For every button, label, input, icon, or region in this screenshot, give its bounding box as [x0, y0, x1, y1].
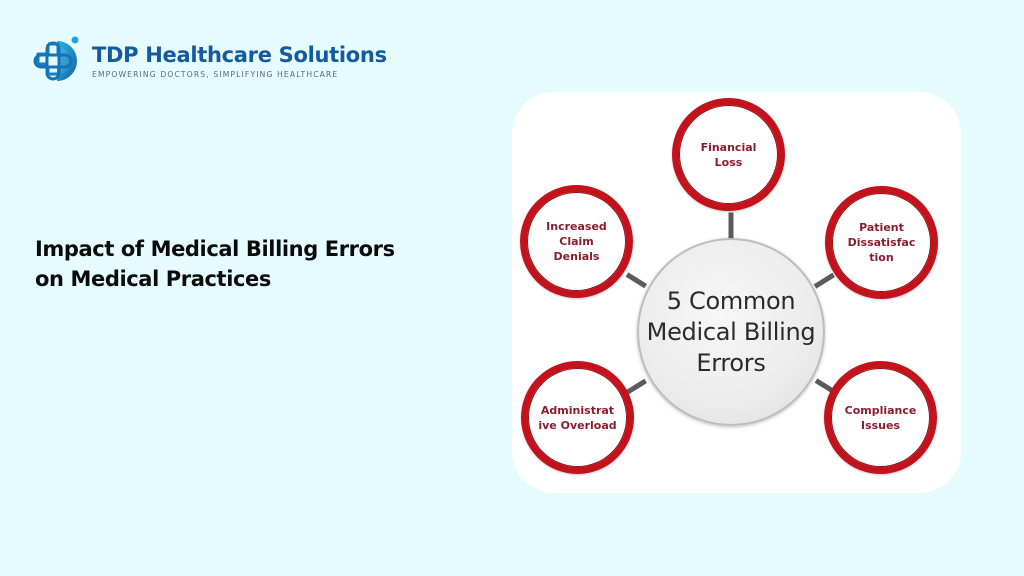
node-label: Compliance Issues	[839, 403, 923, 433]
node-label-line-1: Increased	[546, 220, 607, 233]
brand-name: TDP Healthcare Solutions	[92, 43, 387, 67]
node-label: Increased Claim Denials	[535, 219, 619, 264]
node-label-line-1: Financial	[700, 140, 757, 154]
node-label-line-2: Dissatisfac	[847, 236, 916, 249]
brand-logo: TDP Healthcare Solutions EMPOWERING DOCT…	[30, 34, 387, 88]
node-label: Financial Loss	[687, 140, 771, 170]
hub-label-line-3: Errors	[696, 348, 766, 377]
node-label: Administrat ive Overload	[536, 403, 620, 433]
node-label-line-2: Issues	[860, 418, 901, 432]
node-label: Patient Dissatisfac tion	[840, 220, 924, 265]
node-label-line-1: Administrat	[540, 403, 615, 417]
node-label-line-1: Patient	[859, 221, 904, 234]
page-title: Impact of Medical Billing Errors on Medi…	[35, 234, 395, 294]
diagram-hub: 5 Common Medical Billing Errors	[637, 238, 825, 426]
node-label-line-3: Denials	[553, 250, 600, 263]
node-patient-dissatisfaction: Patient Dissatisfac tion	[825, 186, 938, 299]
hub-label-line-2: Medical Billing	[646, 317, 816, 346]
page-title-line-2: on Medical Practices	[35, 267, 271, 291]
node-label-line-3: tion	[869, 251, 894, 264]
hub-label: 5 Common Medical Billing Errors	[647, 286, 816, 379]
hub-label-line-1: 5 Common	[666, 286, 796, 315]
brand-text: TDP Healthcare Solutions EMPOWERING DOCT…	[92, 43, 387, 79]
node-increased-claim-denials: Increased Claim Denials	[520, 185, 633, 298]
node-label-line-2: ive Overload	[538, 418, 617, 432]
node-label-line-2: Claim	[559, 235, 594, 248]
page-title-line-1: Impact of Medical Billing Errors	[35, 237, 395, 261]
brand-tagline: EMPOWERING DOCTORS, SIMPLIFYING HEALTHCA…	[92, 70, 339, 79]
node-label-line-1: Compliance	[844, 403, 917, 417]
node-compliance-issues: Compliance Issues	[824, 361, 937, 474]
node-administrative-overload: Administrat ive Overload	[521, 361, 634, 474]
node-label-line-2: Loss	[714, 155, 743, 169]
node-financial-loss: Financial Loss	[672, 98, 785, 211]
medical-cross-logo-icon	[30, 34, 84, 88]
